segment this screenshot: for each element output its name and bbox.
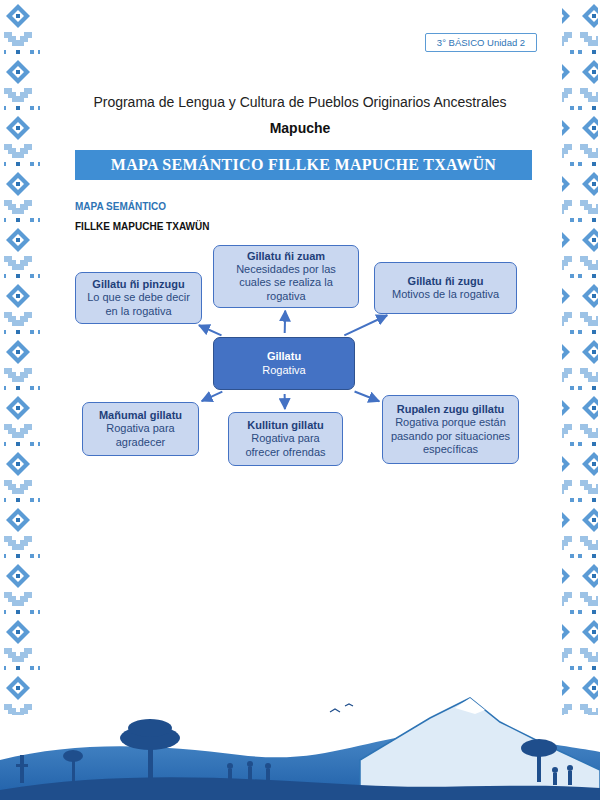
program-heading: Programa de Lengua y Cultura de Pueblos … <box>40 94 560 110</box>
node-description: Rogativa <box>262 364 305 377</box>
node-heading: Gillatu ñi pinzugu <box>92 278 184 291</box>
concept-box: Gillatu ñi zuguMotivos de la rogativa <box>374 262 517 314</box>
concept-box: Gillatu ñi zuamNecesidades por las cuale… <box>213 245 359 308</box>
node-heading: Rupalen zugu gillatu <box>397 403 505 416</box>
node-description: Rogativa porque están pasando por situac… <box>389 416 512 456</box>
central-concept-box: GillatuRogativa <box>213 337 355 390</box>
left-border-strip <box>4 0 40 715</box>
landscape <box>0 698 600 800</box>
node-heading: Mañumal gillatu <box>99 409 182 422</box>
concept-box: Gillatu ñi pinzuguLo que se debe decir e… <box>75 272 202 324</box>
arrow-connector <box>199 325 221 335</box>
title-band: MAPA SEMÁNTICO FILLKE MAPUCHE TXAWÜN <box>75 150 532 180</box>
node-heading: Gillatu ñi zugu <box>408 275 484 288</box>
grade-tab: 3° BÁSICO Unidad 2 <box>425 33 537 52</box>
arrow-connector <box>355 391 380 401</box>
node-heading: Gillatu ñi zuam <box>247 250 325 263</box>
node-heading: Gillatu <box>267 350 301 363</box>
concept-box: Kullitun gillatuRogativa para ofrecer of… <box>228 412 343 466</box>
people-name: Mapuche <box>40 120 560 136</box>
node-description: Rogativa para ofrecer ofrendas <box>235 432 336 458</box>
right-border-strip <box>562 0 598 715</box>
node-description: Necesidades por las cuales se realiza la… <box>220 263 352 303</box>
section-heading: MAPA SEMÁNTICO <box>75 201 375 212</box>
arrow-connector <box>284 394 286 409</box>
arrow-connector <box>344 315 387 335</box>
section-subheading: FILLKE MAPUCHE TXAWÜN <box>75 221 375 232</box>
node-description: Motivos de la rogativa <box>392 288 499 301</box>
node-heading: 3° BÁSICO Unidad 2 <box>437 37 525 48</box>
arrow-connector <box>202 392 223 401</box>
arrow-connector <box>284 311 287 333</box>
node-description: Rogativa para agradecer <box>89 422 192 448</box>
title: MAPA SEMÁNTICO FILLKE MAPUCHE TXAWÜN <box>111 156 496 174</box>
node-description: Lo que se debe decir en la rogativa <box>82 291 195 317</box>
concept-box: Rupalen zugu gillatuRogativa porque está… <box>382 395 519 464</box>
node-heading: Kullitun gillatu <box>247 419 323 432</box>
concept-box: Mañumal gillatuRogativa para agradecer <box>82 402 199 456</box>
